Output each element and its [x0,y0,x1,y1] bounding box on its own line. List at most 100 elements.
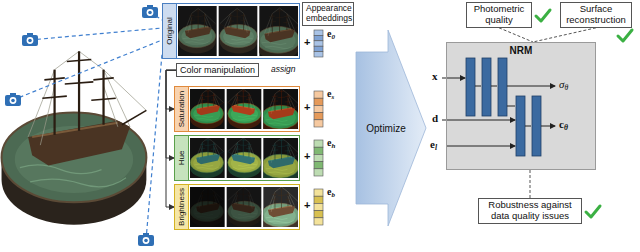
yard [278,140,284,142]
goal-box: Photometric quality [466,2,532,28]
rigging [288,143,298,154]
yard [211,99,217,100]
yard [285,101,291,103]
thumbnail [190,138,225,178]
thumbnail [178,6,217,56]
rigging [199,195,202,209]
yard [240,20,246,22]
bowsprit [218,152,224,155]
thumbnail-image [178,8,216,53]
wave [194,164,218,169]
node-text: NRM [447,45,595,57]
camera-lens [144,239,148,243]
yard [211,95,216,96]
connector [499,28,533,42]
mast [281,89,282,110]
yard [278,195,286,197]
ship-illustration [2,51,147,224]
camera-lens [148,11,152,15]
network-layer [482,58,491,116]
embedding-cell [314,30,323,35]
yard [240,139,246,140]
mast [102,70,104,125]
panel-label: Hue [178,151,186,166]
bowsprit [228,103,234,106]
rigging [249,195,252,209]
rigging [288,94,298,105]
water-surface [190,201,223,222]
embedding-cell [314,35,323,40]
embedding-cell [314,203,323,210]
yard [272,149,278,151]
yard [211,148,217,149]
yard [269,21,276,23]
yard [241,15,246,17]
water-surface [263,203,298,227]
embedding-cell [314,98,323,105]
mast [243,187,244,205]
ship-view [263,89,298,129]
yard [233,16,240,18]
rigging [227,17,231,28]
yard [211,193,216,194]
rigging [204,17,208,28]
camera-lens [143,237,150,244]
yard [194,16,201,18]
water-surface [259,26,298,53]
wave [20,165,126,187]
saturation-panel: Saturation [174,86,300,132]
embedding-cell [314,52,323,57]
bowsprit [220,24,226,28]
panel-label-strip: Brightness [175,185,189,229]
ship-view [190,187,223,227]
yard [200,193,205,194]
panel-label: Original [166,17,174,45]
yard [202,15,207,17]
yard [246,148,252,149]
thumbnail-image [228,187,261,227]
yard [228,20,234,22]
camera-lens [28,39,32,43]
yard [240,145,247,146]
thumbnail-image [190,89,223,129]
yard [200,148,206,149]
rigging [271,196,275,212]
embedding-cell [314,218,323,225]
yard [246,197,252,198]
network-wire [442,120,515,121]
yard [285,194,290,196]
yard [235,193,240,194]
network-wire [491,86,497,87]
plus-sign: + [304,36,310,48]
yard [246,99,252,100]
input-symbol: d [432,112,438,124]
camera-icon [5,93,21,106]
yard [205,90,211,91]
rigging [288,192,298,203]
node-text: Appearance embeddings [306,4,350,24]
yard [235,99,241,100]
thumbnail-image [263,187,298,227]
mast [279,8,280,32]
rigging [287,18,291,30]
camera-ray [30,28,162,40]
input-symbol: x [432,70,438,82]
wave [232,213,256,218]
embedding-cell [314,105,323,112]
yard [285,150,291,152]
yard [284,16,290,18]
yard [200,99,206,100]
rigging [288,196,292,207]
embedding-cell [314,211,323,218]
rigging [288,98,292,109]
yard [240,96,247,97]
ship-view [263,187,298,227]
wave [266,168,294,174]
water-surface [220,24,258,47]
embedding-cell [314,120,323,127]
panel-label: Brightness [178,188,186,226]
rigging [287,14,298,26]
rigging [199,146,202,160]
network-wire [507,106,515,107]
goal-box: Surface reconstruction [560,2,632,28]
